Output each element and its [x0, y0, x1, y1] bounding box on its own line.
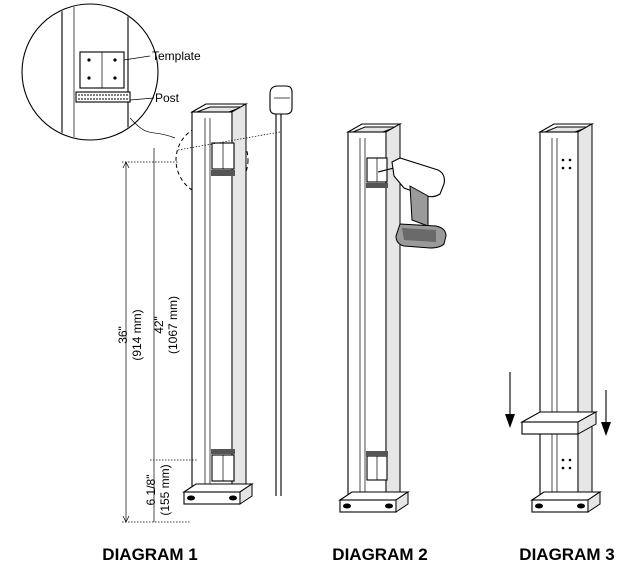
- tape-measure-icon: [269, 85, 293, 496]
- post-1: [182, 103, 254, 505]
- drill-icon: [377, 157, 447, 249]
- dimension-42-mm-label: (1067 mm): [166, 296, 180, 354]
- post-callout: Post: [155, 91, 180, 105]
- down-arrow-icon: [601, 390, 611, 436]
- template-leader: [123, 55, 151, 61]
- dimension-36-mm-label: (914 mm): [130, 309, 144, 360]
- diagram-3: DIAGRAM 3: [505, 123, 615, 564]
- magnified-inset: Template Post: [21, 3, 201, 141]
- dimension-6-mm-label: (155 mm): [158, 464, 172, 515]
- down-arrow-icon: [505, 372, 515, 428]
- diagram-2: DIAGRAM 2: [332, 123, 447, 564]
- diagram-3-caption: DIAGRAM 3: [519, 545, 614, 564]
- post-2: [338, 123, 410, 513]
- diagram-2-caption: DIAGRAM 2: [332, 545, 427, 564]
- dimension-42-label: 42": [152, 316, 166, 334]
- post-3: [519, 123, 602, 513]
- dimension-36-label: 36": [116, 326, 130, 344]
- diagram-1: Template Post: [21, 3, 293, 564]
- dimension-6-label: 6 1/8": [144, 475, 158, 506]
- dimension-lines: [122, 131, 281, 523]
- post-leader: [129, 97, 155, 101]
- post-skirt: [519, 411, 599, 435]
- inset-connector: [129, 117, 176, 139]
- diagram-1-caption: DIAGRAM 1: [102, 545, 197, 564]
- template-callout: Template: [152, 49, 201, 63]
